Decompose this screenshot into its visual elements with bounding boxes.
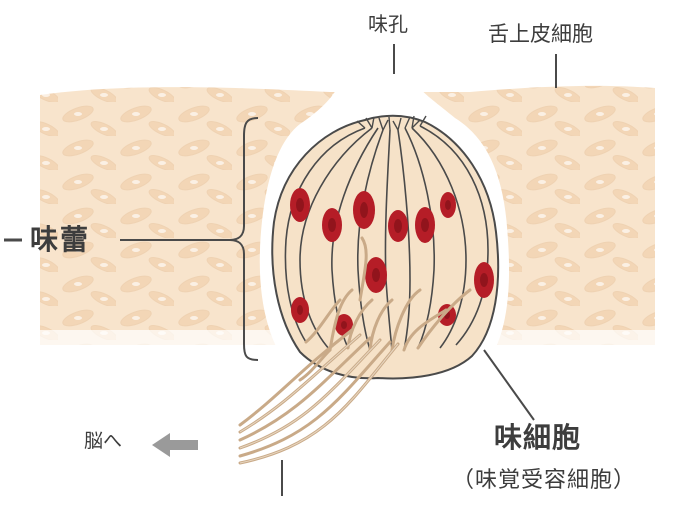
- nucleus: [415, 207, 435, 243]
- taste-receptor-cell-label: （味覚受容細胞）: [452, 470, 636, 492]
- to-brain-arrow-icon: [152, 433, 198, 457]
- taste-cell-label: 味細胞: [494, 424, 581, 452]
- taste-bud-label: 味蕾: [30, 226, 90, 254]
- nucleus: [322, 208, 342, 242]
- nucleus: [290, 188, 310, 222]
- taste-pore-label: 味孔: [368, 14, 408, 34]
- nucleus: [474, 262, 494, 298]
- nucleus: [291, 297, 309, 323]
- nucleus: [388, 210, 408, 242]
- tongue-epithelium-label: 舌上皮細胞: [488, 24, 593, 45]
- nucleus: [365, 257, 387, 293]
- taste-cell-leader: [484, 350, 534, 420]
- nucleus: [440, 192, 456, 218]
- to-brain-label: 脳へ: [84, 432, 122, 451]
- nucleus: [353, 191, 375, 229]
